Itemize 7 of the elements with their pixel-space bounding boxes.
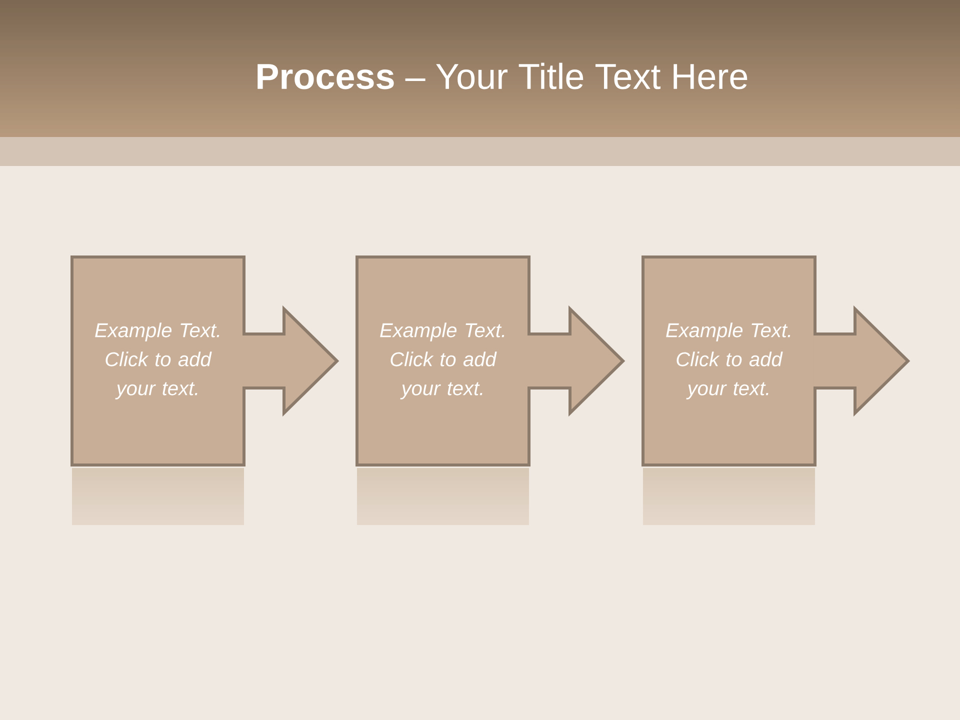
slide-title: Process – Your Title Text Here bbox=[258, 62, 748, 90]
process-box: Example Text. Click to add your text. bbox=[356, 256, 530, 466]
process-box: Example Text. Click to add your text. bbox=[70, 256, 246, 466]
arrow bbox=[526, 305, 626, 417]
process-box: Example Text. Click to add your text. bbox=[642, 256, 816, 466]
arrow bbox=[812, 305, 910, 417]
arrow bbox=[241, 305, 340, 417]
